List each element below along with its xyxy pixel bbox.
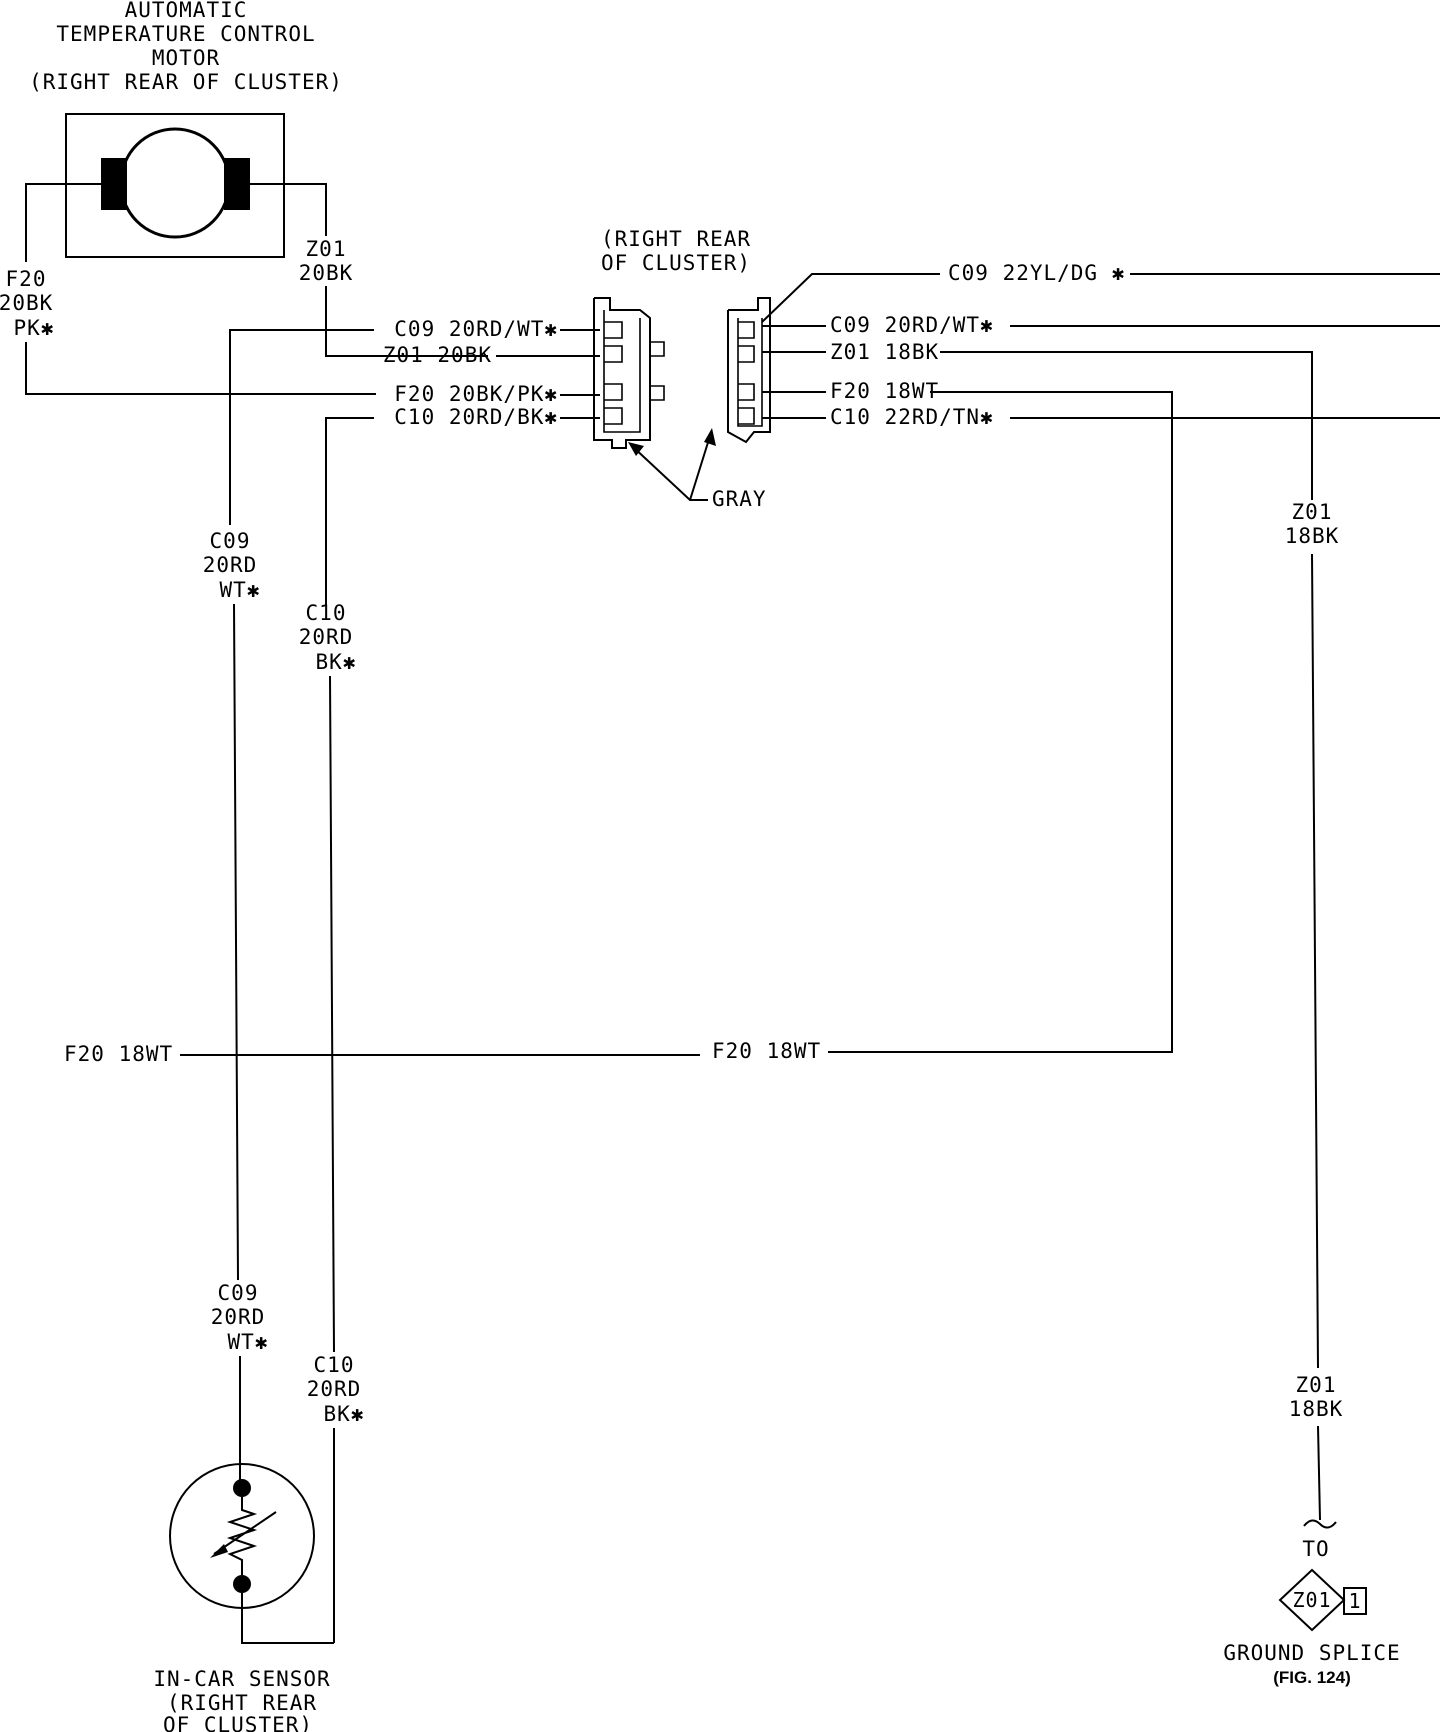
right-pin-5: C10 22RD/TN✱ [830, 405, 994, 429]
svg-text:PK✱: PK✱ [14, 316, 55, 340]
right-pin-4: F20 18WT [830, 379, 939, 403]
motor-lead-right [250, 183, 327, 236]
splice-code: Z01 [1292, 1588, 1331, 1612]
wire-c09-to-sensor [229, 329, 374, 525]
svg-text:Z01: Z01 [1292, 500, 1333, 524]
left-pin-4: C10 20RD/BK✱ [394, 405, 558, 429]
c10-upper-label: C10 20RD BK✱ [299, 601, 357, 674]
c10-lower-label: C10 20RD BK✱ [307, 1353, 365, 1426]
wire-f20-18wt [930, 391, 1173, 1053]
sensor-title-line-1: IN-CAR SENSOR [153, 1667, 330, 1691]
motor-title-line-1: AUTOMATIC [125, 0, 248, 22]
svg-text:WT✱: WT✱ [220, 578, 261, 602]
svg-text:20RD: 20RD [211, 1305, 266, 1329]
wire-c10-to-sensor [325, 417, 374, 605]
svg-text:C09: C09 [210, 529, 251, 553]
wire-f20-motor [25, 342, 376, 395]
svg-text:20RD: 20RD [203, 553, 258, 577]
in-car-sensor [169, 1463, 334, 1644]
motor-housing [65, 113, 285, 258]
motor-title-line-4: (RIGHT REAR OF CLUSTER) [29, 70, 343, 94]
svg-text:C10: C10 [306, 601, 347, 625]
wire-z01-18bk [940, 351, 1313, 500]
ground-splice-title: GROUND SPLICE [1223, 1641, 1400, 1665]
sensor-title-line-3: OF CLUSTER) [163, 1713, 313, 1732]
left-pin-2: Z01 20BK [383, 343, 492, 367]
svg-text:18BK: 18BK [1289, 1397, 1344, 1421]
motor-right-wire-label: Z01 20BK [299, 237, 354, 285]
wire-z01-motor [325, 286, 488, 357]
motor-title-line-3: MOTOR [152, 46, 220, 70]
motor-lead-left [25, 183, 101, 262]
sensor-terminal-top [233, 1479, 251, 1497]
svg-text:BK✱: BK✱ [324, 1402, 365, 1426]
motor-left-wire-label: F20 20BK PK✱ [0, 267, 55, 340]
wire-break-icon [1303, 1519, 1337, 1529]
ground-fig-ref: (FIG. 124) [1273, 1668, 1350, 1687]
svg-text:BK✱: BK✱ [316, 650, 357, 674]
connector-left-body [593, 297, 665, 449]
svg-text:F20: F20 [6, 267, 47, 291]
connector-location-line-1: (RIGHT REAR [601, 227, 751, 251]
right-pin-2: C09 20RD/WT✱ [830, 313, 994, 337]
z01-lower-label: Z01 18BK [1289, 1373, 1344, 1421]
svg-text:20BK: 20BK [299, 261, 354, 285]
sensor-title-line-2: (RIGHT REAR [167, 1691, 317, 1715]
f20-left-label: F20 18WT [64, 1042, 173, 1066]
svg-text:20BK: 20BK [0, 291, 53, 315]
connector-right-pins: C09 22YL/DG ✱ C09 20RD/WT✱ Z01 18BK F20 … [830, 261, 1125, 429]
splice-number: 1 [1348, 1589, 1361, 1613]
svg-text:C10: C10 [314, 1353, 355, 1377]
ground-splice: Z01 1 [1278, 1568, 1367, 1632]
left-pin-1: C09 20RD/WT✱ [394, 317, 558, 341]
connector-location-line-2: OF CLUSTER) [601, 251, 751, 275]
c09-lower-label: C09 20RD WT✱ [211, 1281, 269, 1354]
svg-text:WT✱: WT✱ [228, 1330, 269, 1354]
connector-right-body [727, 297, 771, 444]
svg-text:20RD: 20RD [299, 625, 354, 649]
c09-upper-label: C09 20RD WT✱ [203, 529, 261, 602]
svg-text:C09: C09 [218, 1281, 259, 1305]
z01-upper-label: Z01 18BK [1285, 500, 1340, 548]
connector-color-label: GRAY [628, 428, 767, 511]
ground-to-label: TO [1302, 1537, 1329, 1561]
right-pin-3: Z01 18BK [830, 340, 939, 364]
svg-text:18BK: 18BK [1285, 524, 1340, 548]
motor-title-line-2: TEMPERATURE CONTROL [56, 22, 315, 46]
left-pin-3: F20 20BK/PK✱ [394, 382, 558, 406]
motor-icon [119, 127, 231, 239]
svg-text:Z01: Z01 [1296, 1373, 1337, 1397]
svg-text:Z01: Z01 [306, 237, 347, 261]
right-pin-1: C09 22YL/DG ✱ [948, 261, 1125, 285]
sensor-terminal-bottom [233, 1575, 251, 1593]
temperature-control-motor: AUTOMATIC TEMPERATURE CONTROL MOTOR (RIG… [25, 0, 343, 262]
motor-brush-left [101, 158, 127, 210]
f20-mid-label: F20 18WT [712, 1039, 821, 1063]
splice-diamond-icon [1278, 1568, 1346, 1632]
svg-text:GRAY: GRAY [712, 487, 767, 511]
connector-left-pins: C09 20RD/WT✱ Z01 20BK F20 20BK/PK✱ C10 2… [383, 317, 558, 429]
motor-brush-right [224, 158, 250, 210]
svg-text:20RD: 20RD [307, 1377, 362, 1401]
